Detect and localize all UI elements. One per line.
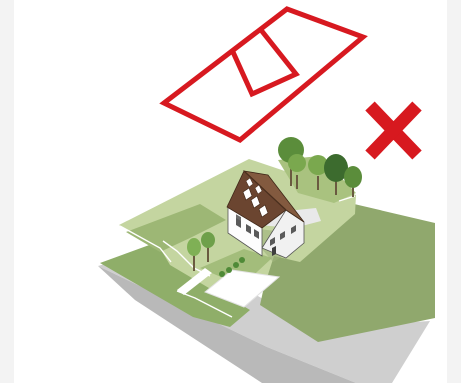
plot-outline-icon — [164, 9, 363, 140]
cross-mark-icon — [370, 106, 417, 155]
